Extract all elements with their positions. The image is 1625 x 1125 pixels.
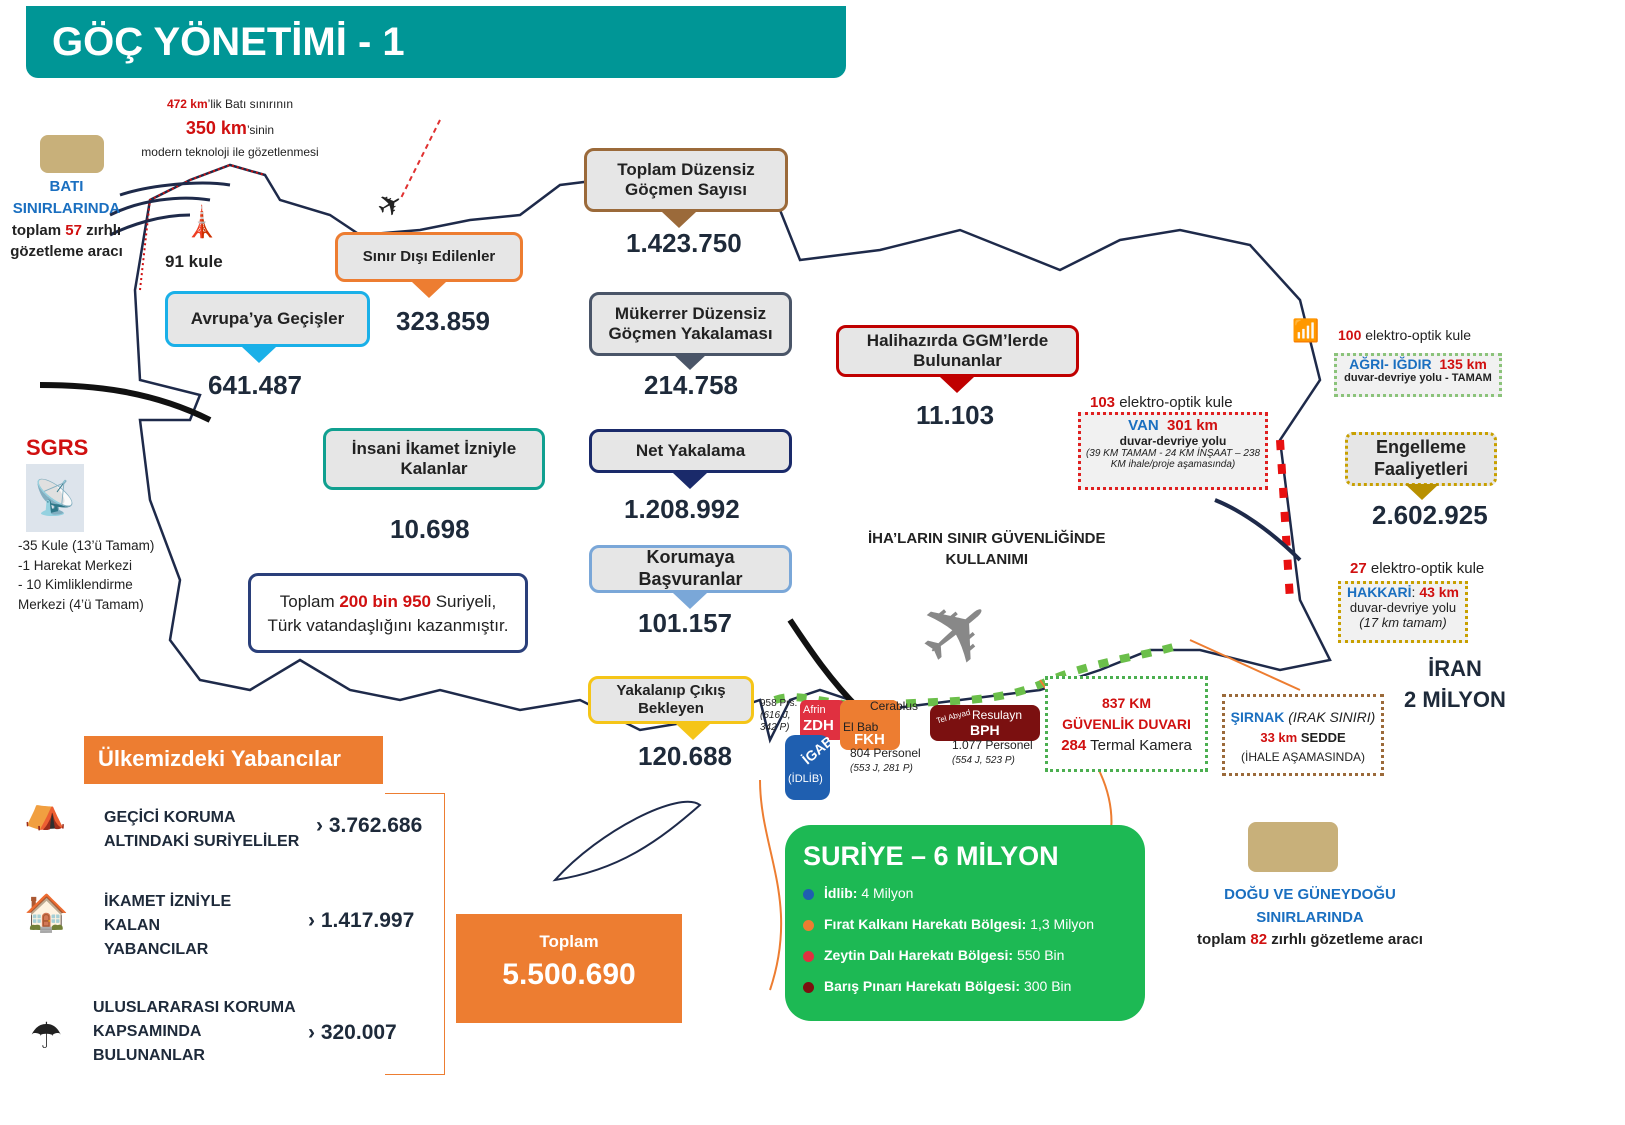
resulayn-label: Resulayn	[972, 708, 1023, 722]
idlib-label: (İDLİB)	[788, 773, 823, 785]
citizenship-note: Toplam 200 bin 950 Suriyeli,Türk vatanda…	[248, 573, 528, 653]
stat-deported-label: Sınır Dışı Edilenler	[335, 232, 523, 282]
foreigner-value: › 3.762.686	[316, 814, 423, 837]
pointer-icon	[242, 347, 276, 363]
stat-blocking-label: Engelleme Faaliyetleri	[1345, 432, 1497, 486]
legend-dot-icon	[803, 888, 814, 900]
stat-ggm-label: Halihazırda GGM’lerde Bulunanlar	[836, 325, 1079, 377]
syria-region-item: İdlib: 4 Milyon	[803, 878, 1127, 909]
fkh-label: FKH	[854, 731, 885, 748]
tent-person-icon: ⛺	[24, 793, 67, 831]
tower-count: 91 kule	[165, 252, 223, 271]
security-wall-box: 837 KM GÜVENLİK DUVARI 284 Termal Kamera	[1045, 676, 1208, 772]
legend-dot-icon	[803, 950, 814, 962]
stat-protection-value: 101.157	[638, 608, 732, 638]
stat-repeat-value: 214.758	[644, 370, 738, 400]
fkh-region	[840, 700, 900, 750]
syria-region-item: Fırat Kalkanı Harekatı Bölgesi: 1,3 Mily…	[803, 909, 1127, 940]
stat-repeat-label: Mükerrer Düzensiz Göçmen Yakalaması	[589, 292, 792, 356]
pointer-icon	[940, 377, 974, 393]
antenna-icon: 📶	[1292, 318, 1320, 343]
agri-igdir-box: AĞRI- IĞDIR 135 km duvar-devriye yolu - …	[1334, 353, 1502, 397]
total-box: Toplam 5.500.690	[456, 914, 682, 1023]
fkh-personnel: 804 Personel(553 J, 281 P)	[850, 746, 921, 774]
pointer-icon	[673, 354, 707, 370]
afrin-label: Afrin	[803, 704, 826, 716]
zdh-personnel: 958 Prs.(616 J, 342 P)	[760, 698, 798, 733]
house-family-icon: 🏠	[24, 892, 69, 933]
syria-region-item: Barış Pınarı Harekatı Bölgesi: 300 Bin	[803, 971, 1127, 1002]
sgrs-title: SGRS	[26, 435, 89, 460]
stat-total-irregular-label: Toplam Düzensiz Göçmen Sayısı	[584, 148, 788, 212]
sgrs-details: -35 Kule (13’ü Tamam)-1 Harekat Merkezi-…	[18, 538, 155, 612]
umbrella-people-icon: ☂	[30, 1015, 63, 1056]
legend-dot-icon	[803, 919, 814, 931]
foreigner-value: › 320.007	[308, 1021, 397, 1044]
zdh-region	[800, 700, 845, 740]
foreigners-title: Ülkemizdeki Yabancılar	[84, 736, 383, 784]
pointer-icon	[412, 282, 446, 298]
bracket-line	[385, 793, 445, 1075]
stat-humanitarian-label: İnsani İkamet İzniyle Kalanlar	[323, 428, 545, 490]
stat-blocking-value: 2.602.925	[1372, 500, 1488, 530]
pointer-icon	[673, 473, 707, 489]
foreigner-label: ULUSLARARASI KORUMA KAPSAMINDA BULUNANLA…	[93, 999, 296, 1064]
stat-ggm-value: 11.103	[916, 400, 995, 430]
bph-label: BPH	[970, 722, 1000, 738]
foreigner-label: GEÇİCİ KORUMA ALTINDAKİ SURİYELİLER	[104, 809, 300, 850]
stat-total-irregular-value: 1.423.750	[626, 228, 742, 258]
stat-deported-value: 323.859	[396, 306, 490, 336]
armored-vehicle-icon	[1248, 822, 1338, 872]
pointer-icon	[662, 212, 696, 228]
stat-humanitarian-value: 10.698	[390, 514, 470, 544]
radio-tower-icon: 📡	[26, 464, 84, 532]
armored-vehicle-icon	[40, 135, 104, 173]
el-bab-label: El Bab	[843, 720, 879, 734]
foreigner-value: › 1.417.997	[308, 909, 415, 932]
igab-region	[785, 735, 830, 800]
stat-europe-value: 641.487	[208, 370, 302, 400]
pointer-icon	[676, 724, 710, 740]
hakkari-box: HAKKARİ: 43 km duvar-devriye yolu(17 km …	[1338, 581, 1468, 643]
pointer-icon	[673, 593, 707, 609]
west-border-note: 472 km’lik Batı sınırının 350 km’sinin m…	[141, 97, 319, 159]
stat-awaiting-value: 120.688	[638, 741, 732, 771]
van-box: VAN 301 km duvar-devriye yolu (39 KM TAM…	[1078, 412, 1268, 490]
pointer-icon	[1405, 484, 1439, 500]
stat-net-value: 1.208.992	[624, 494, 740, 524]
foreigner-label: İKAMET İZNİYLE KALAN YABANCILAR	[104, 893, 232, 958]
sirnak-box: ŞIRNAK (IRAK SINIRI) 33 km SEDDE (İHALE …	[1222, 694, 1384, 776]
stat-protection-label: Korumaya Başvuranlar	[589, 545, 792, 593]
van-towers: 103 elektro-optik kule	[1090, 394, 1233, 411]
syria-title: SURİYE – 6 MİLYON	[803, 841, 1059, 871]
cerablus-label: Cerablus	[870, 699, 919, 713]
hakkari-towers: 27 elektro-optik kule	[1350, 560, 1485, 577]
stat-net-label: Net Yakalama	[589, 429, 792, 473]
stat-awaiting-label: Yakalanıp Çıkış Bekleyen	[588, 676, 754, 724]
bph-personnel: 1.077 Personel(554 J, 523 P)	[952, 738, 1033, 766]
stat-europe-label: Avrupa’ya Geçişler	[165, 291, 370, 347]
agri-towers: 100 elektro-optik kule	[1338, 327, 1472, 343]
bph-region	[930, 705, 1040, 741]
zdh-label: ZDH	[803, 717, 834, 734]
page-title: GÖÇ YÖNETİMİ - 1	[26, 6, 846, 78]
legend-dot-icon	[803, 981, 814, 993]
syria-region-item: Zeytin Dalı Harekatı Bölgesi: 550 Bin	[803, 940, 1127, 971]
watchtower-icon: 🗼	[183, 206, 221, 239]
